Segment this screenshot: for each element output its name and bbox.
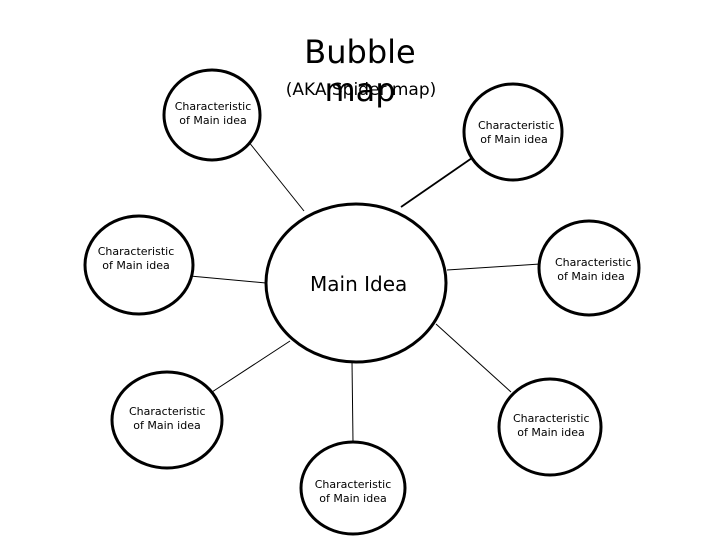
main-idea-bubble xyxy=(264,202,448,364)
characteristic-bubble-top-right xyxy=(462,82,564,182)
main-idea-label: Main Idea xyxy=(310,272,408,296)
connector-right xyxy=(446,263,541,271)
connector-left xyxy=(189,275,267,284)
characteristic-bubble-bottom xyxy=(299,440,407,536)
connector-bottom-right xyxy=(435,323,512,393)
characteristic-bubble-right xyxy=(537,219,641,317)
connector-top-left xyxy=(247,140,305,212)
characteristic-label-top-left: Characteristic of Main idea xyxy=(174,100,252,127)
characteristic-label-right: Characteristic of Main idea xyxy=(555,256,632,283)
diagram-title-text: Bubble map xyxy=(304,33,416,109)
characteristic-bubble-left xyxy=(83,214,195,316)
connector-bottom-left xyxy=(211,340,291,393)
characteristic-bubble-bottom-right xyxy=(497,377,603,477)
characteristic-label-left: Characteristic of Main idea xyxy=(97,245,175,272)
characteristic-label-bottom-right: Characteristic of Main idea xyxy=(513,412,590,439)
characteristic-bubble-bottom-left xyxy=(110,370,224,470)
connector-bottom xyxy=(351,360,354,443)
characteristic-label-bottom: Characteristic of Main idea xyxy=(314,478,392,505)
characteristic-label-top-right: Characteristic of Main idea xyxy=(478,119,555,146)
diagram-subtitle-text: (AKA Spider map) xyxy=(285,80,437,100)
characteristic-bubble-top-left xyxy=(162,68,262,162)
characteristic-label-bottom-left: Characteristic of Main idea xyxy=(129,405,206,432)
connector-top-right xyxy=(400,157,473,208)
